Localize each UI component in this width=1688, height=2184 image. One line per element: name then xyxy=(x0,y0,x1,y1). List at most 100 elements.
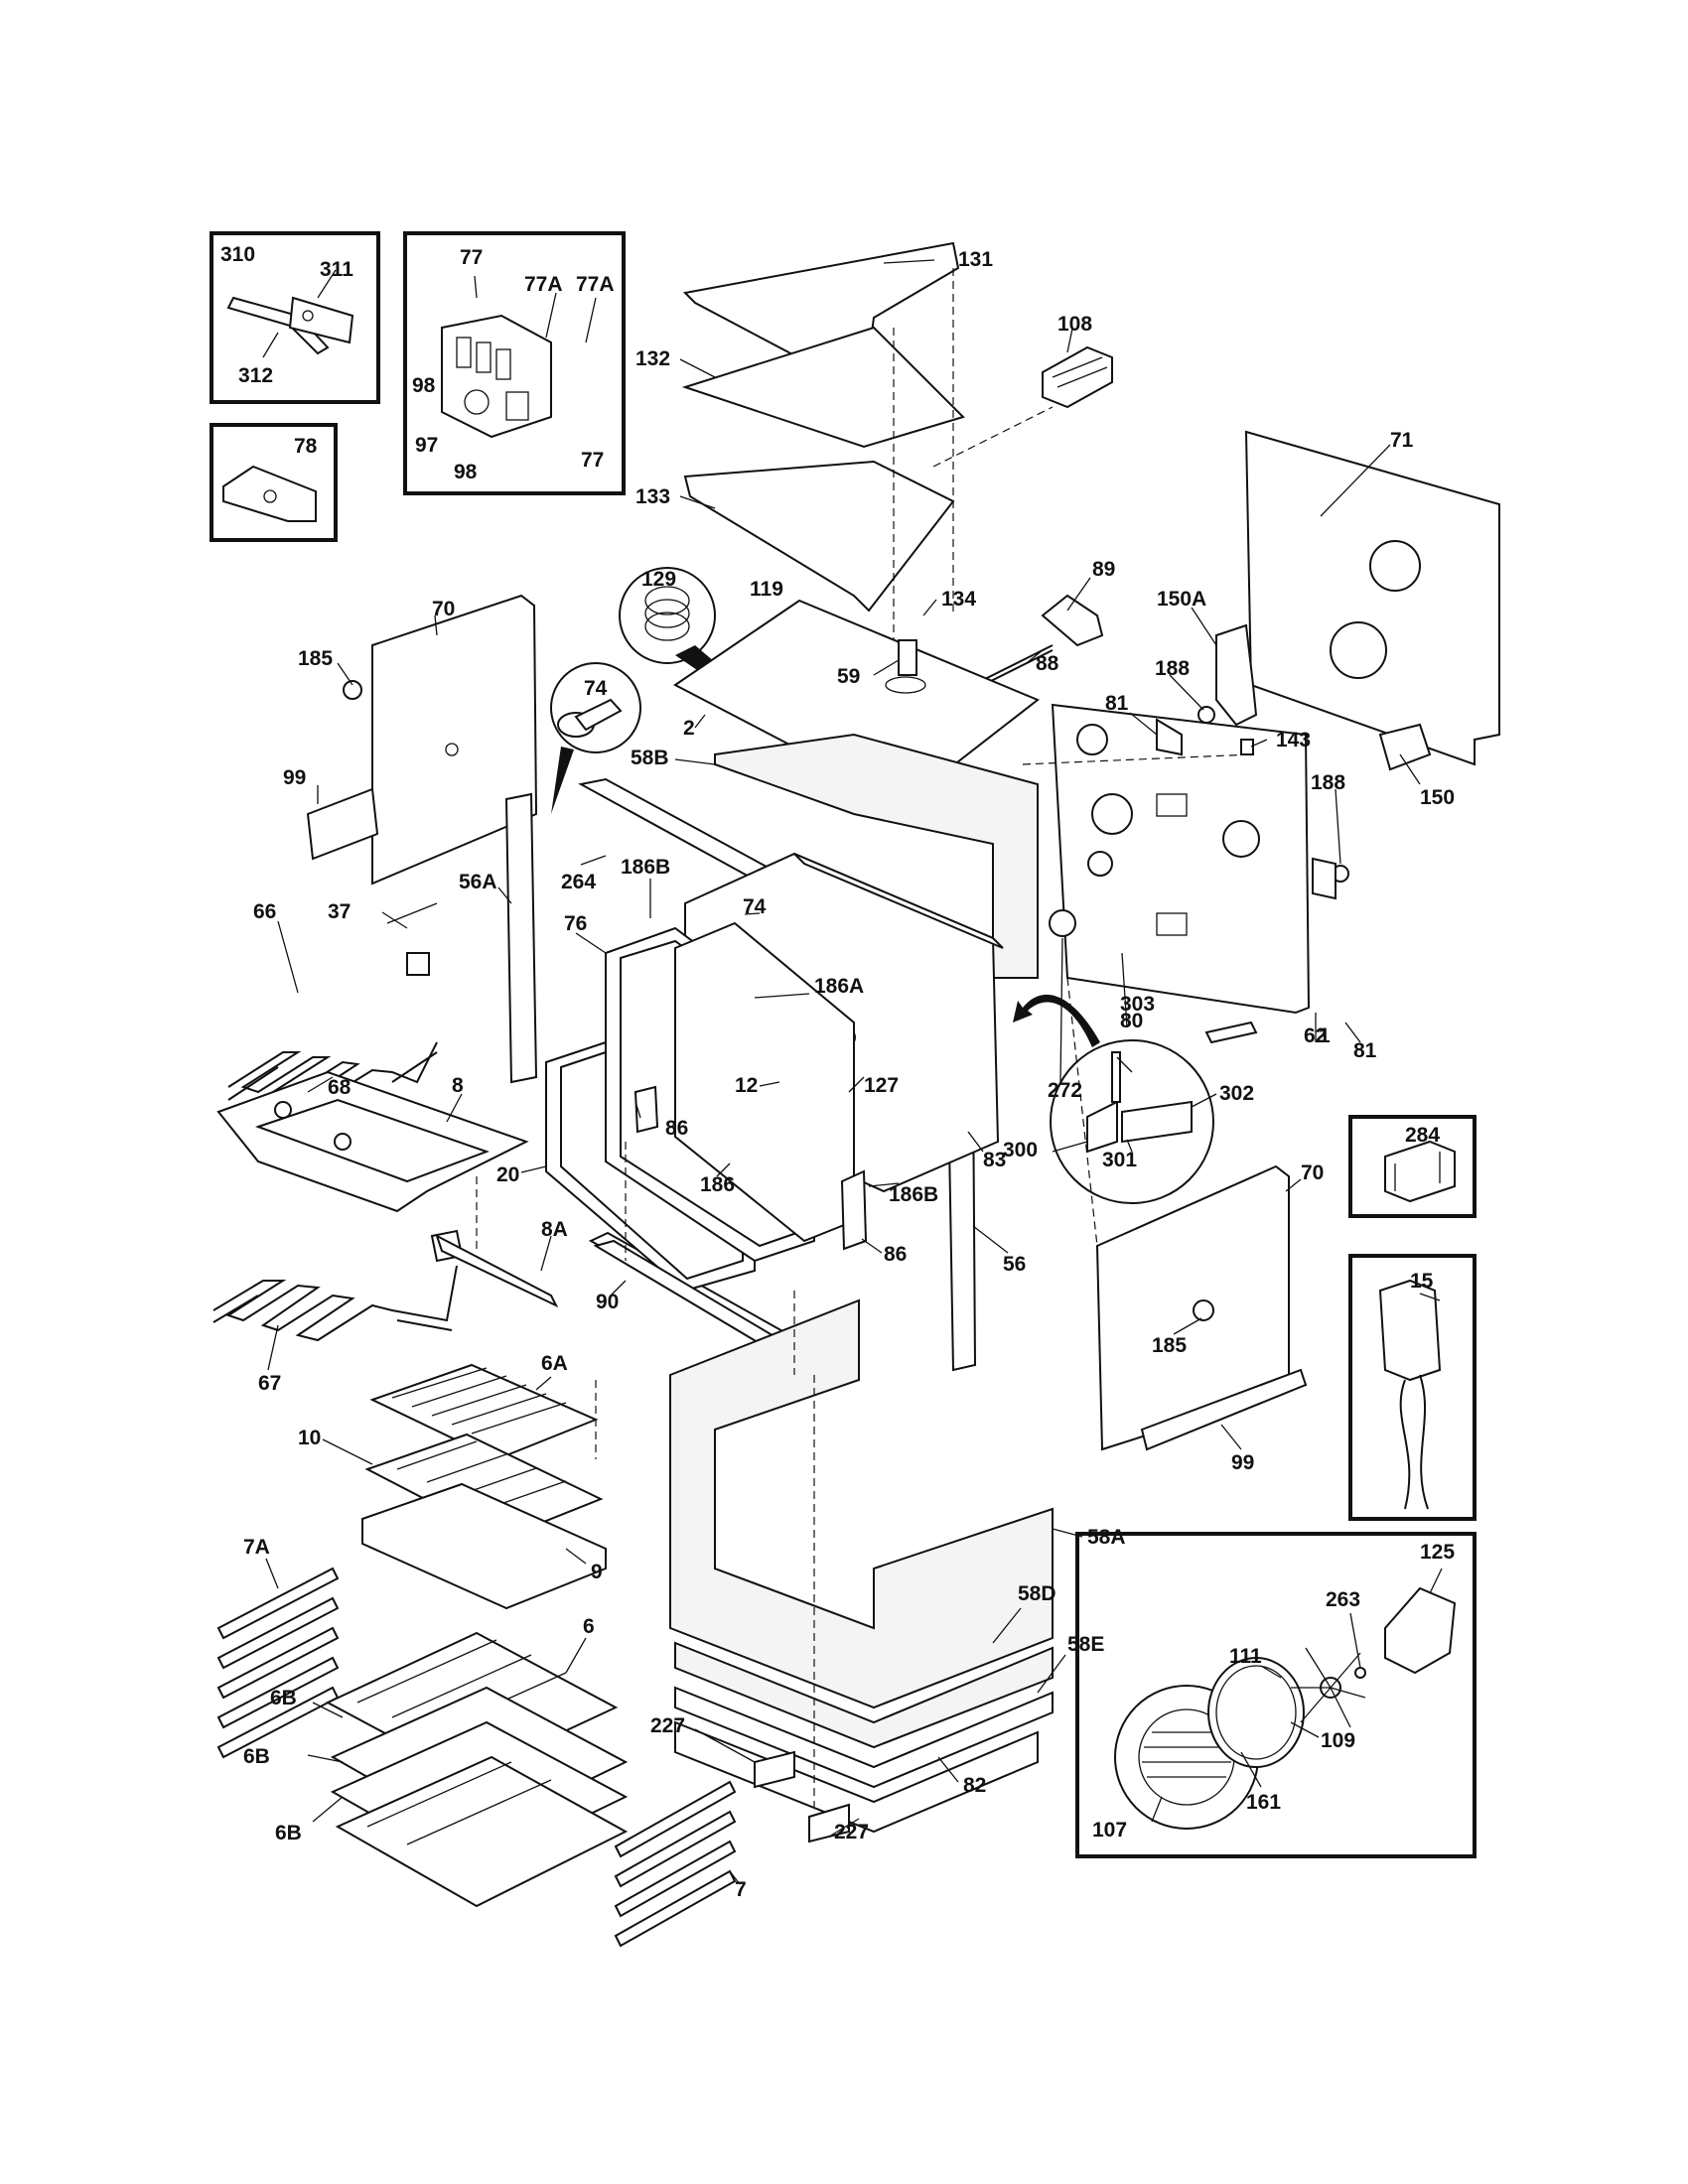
callout-label: 150A xyxy=(1157,588,1206,611)
callout-label: 58D xyxy=(1018,1582,1056,1605)
callout-label: 6B xyxy=(270,1687,297,1709)
leader-lines xyxy=(265,259,1443,1885)
rear-panel-71 xyxy=(1244,430,1500,766)
callout-label: 7 xyxy=(735,1878,747,1901)
inset-box-control-board xyxy=(403,231,626,495)
callout-label: 67 xyxy=(258,1372,281,1395)
broil-pan-9 xyxy=(361,1482,607,1610)
rack-support-7A xyxy=(216,1567,340,1759)
callout-label: 59 xyxy=(837,665,860,688)
callout-label: 58E xyxy=(1067,1633,1104,1656)
callout-label: 284 xyxy=(1405,1124,1440,1147)
callout-label: 132 xyxy=(635,347,670,370)
callout-label: 134 xyxy=(941,588,976,611)
vent-part-108 xyxy=(1042,345,1113,409)
small-parts-right xyxy=(1049,623,1432,1044)
callout-label: 186 xyxy=(700,1173,735,1196)
callout-label: 109 xyxy=(1321,1729,1355,1752)
callout-label: 76 xyxy=(564,912,587,935)
callout-label: 90 xyxy=(596,1291,619,1313)
callout-label: 8A xyxy=(541,1218,568,1241)
side-panel-70-right xyxy=(1095,1164,1308,1451)
callout-label: 185 xyxy=(298,647,333,670)
callout-labels: 310 311 312 78 77 77A 77A 98 97 98 77 13… xyxy=(220,243,1455,1901)
callout-label: 311 xyxy=(320,258,353,281)
callout-label: 81 xyxy=(1353,1039,1377,1062)
callout-label: 300 xyxy=(1003,1139,1038,1161)
rack-support-7 xyxy=(614,1780,737,1948)
callout-300-303 xyxy=(1013,994,1214,1204)
callout-label: 70 xyxy=(432,598,455,620)
callout-label: 77A xyxy=(524,273,563,296)
inset-box-284 xyxy=(1348,1115,1477,1218)
callout-label: 99 xyxy=(283,766,306,789)
callout-label: 66 xyxy=(253,900,276,923)
insulation-58D xyxy=(674,1641,1054,1749)
top-shield-assembly xyxy=(681,241,1054,645)
callout-label: 98 xyxy=(412,374,436,397)
brackets-227 xyxy=(754,1750,850,1843)
callout-label: 312 xyxy=(238,364,273,387)
callout-label: 10 xyxy=(298,1427,321,1449)
callout-label: 272 xyxy=(1048,1079,1082,1102)
callout-label: 70 xyxy=(1301,1161,1324,1184)
callout-label: 227 xyxy=(834,1821,869,1843)
callout-label: 263 xyxy=(1326,1588,1360,1611)
back-panel-1 xyxy=(1022,703,1311,1015)
callout-label: 107 xyxy=(1092,1819,1127,1842)
callout-label: 264 xyxy=(561,871,596,893)
callout-label: 302 xyxy=(1219,1082,1254,1105)
callout-label: 37 xyxy=(328,900,351,923)
callout-label: 161 xyxy=(1246,1791,1281,1814)
callout-74 xyxy=(550,662,641,814)
callout-label: 303 xyxy=(1120,993,1155,1016)
inset-box-78 xyxy=(210,423,338,542)
insulation-58E xyxy=(674,1686,1054,1789)
callout-label: 127 xyxy=(864,1074,899,1097)
callout-label: 83 xyxy=(983,1149,1006,1171)
alignment-lines xyxy=(476,977,1098,1807)
callout-label: 58A xyxy=(1087,1526,1126,1549)
inset-box-310 xyxy=(210,231,380,404)
callout-label: 86 xyxy=(884,1243,907,1266)
callout-label: 56 xyxy=(1003,1253,1026,1276)
callout-label: 77A xyxy=(576,273,615,296)
callout-label: 81 xyxy=(1105,692,1129,715)
callout-label: 8 xyxy=(452,1074,464,1097)
callout-label: 131 xyxy=(958,248,993,271)
oven-racks-6B xyxy=(330,1686,629,1908)
callout-label: 6B xyxy=(275,1822,302,1844)
rack-6A xyxy=(369,1363,599,1461)
callout-label: 188 xyxy=(1155,657,1190,680)
callout-label: 71 xyxy=(1390,429,1414,452)
bake-element-67 xyxy=(212,1229,559,1342)
callout-label: 58B xyxy=(631,747,669,769)
callout-label: 108 xyxy=(1057,313,1092,336)
callout-label: 186A xyxy=(814,975,864,998)
inset-box-fan xyxy=(1075,1532,1477,1858)
callout-label: 1 xyxy=(1319,1024,1331,1047)
callout-label: 89 xyxy=(1092,558,1115,581)
hinges-86 xyxy=(633,1085,868,1251)
callout-label: 6B xyxy=(243,1745,270,1768)
door-frame-76 xyxy=(605,921,855,1263)
callout-label: 150 xyxy=(1420,786,1455,809)
callout-label: 15 xyxy=(1410,1270,1434,1293)
broil-pan-8 xyxy=(216,1070,529,1213)
callout-label: 68 xyxy=(328,1076,352,1099)
callout-label: 86 xyxy=(665,1117,688,1140)
callout-label: 186B xyxy=(621,856,670,879)
callout-label: 78 xyxy=(294,435,318,458)
callout-label: 9 xyxy=(591,1561,603,1583)
callout-label: 80 xyxy=(1120,1010,1143,1032)
callout-label: 77 xyxy=(460,246,483,269)
callout-label: 185 xyxy=(1152,1334,1187,1357)
insulation-58A xyxy=(669,1298,1054,1709)
bottom-plate-82 xyxy=(674,1720,1039,1834)
callout-label: 82 xyxy=(963,1774,986,1797)
callout-label: 129 xyxy=(641,568,676,591)
callout-label: 6A xyxy=(541,1352,568,1375)
callout-label: 310 xyxy=(220,243,255,266)
callout-label: 99 xyxy=(1231,1451,1254,1474)
callout-label: 62 xyxy=(1304,1024,1327,1047)
